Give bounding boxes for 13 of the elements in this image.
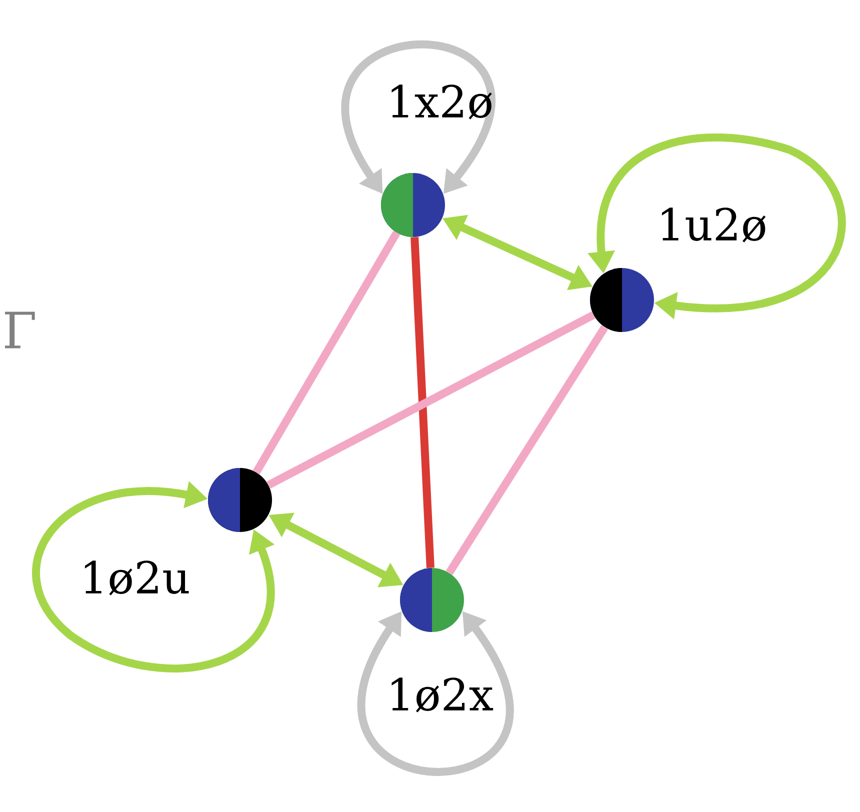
dot: [381, 173, 445, 237]
dot: [590, 268, 654, 332]
line: [252, 230, 400, 474]
dot: [208, 468, 272, 532]
loop-label: 1ø2x: [392, 678, 494, 712]
line: [266, 311, 596, 489]
line: [410, 236, 434, 568]
line: [446, 325, 608, 575]
loop-label: 1x2ø: [392, 84, 492, 120]
dot: [400, 568, 464, 632]
loop-label: 1ø2u: [84, 560, 189, 596]
loop-label: 1u2ø: [662, 208, 766, 242]
label: Γ: [4, 312, 35, 348]
